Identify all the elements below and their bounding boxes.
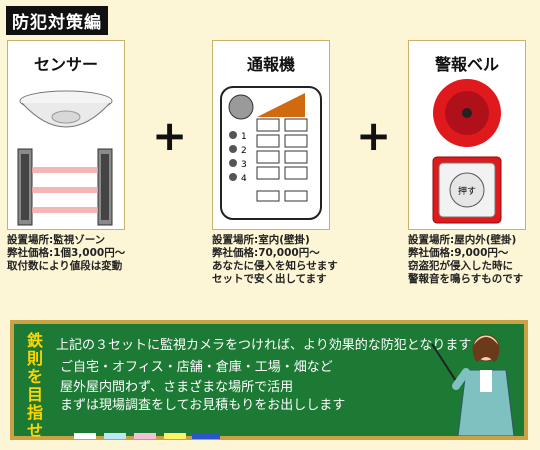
bell-title: 警報ベル xyxy=(434,55,499,74)
desc-line: 設置場所:屋内外(壁掛) xyxy=(408,234,517,246)
desc-line: 設置場所:室内(壁掛) xyxy=(212,234,310,246)
chalkboard: 鉄 則 を 目 指 せ 上記の３セットに監視カメラをつければ、より効果的な防犯と… xyxy=(10,320,528,440)
key-label: 3 xyxy=(241,160,247,170)
motto-char: 目 xyxy=(26,385,43,404)
board-line: まずは現場調査をしてお見積もりをお出しします xyxy=(60,398,346,413)
desc-line: 弊社価格:9,000円〜 xyxy=(408,247,509,259)
board-line: ご自宅・オフィス・店舗・倉庫・工場・畑など xyxy=(60,360,333,375)
desc-line: 取付数により値段は変動 xyxy=(7,260,123,272)
sensor-illustration xyxy=(17,90,113,226)
board-lead-text: 上記の３セットに監視カメラをつければ、より効果的な防犯となります xyxy=(56,338,472,353)
chalk-piece xyxy=(74,433,96,439)
desc-line: 窃盗犯が侵入した時に xyxy=(408,260,513,272)
chalk-piece xyxy=(164,433,186,439)
motto-vertical: 鉄 則 を 目 指 せ xyxy=(20,332,50,440)
desc-line: 警報音を鳴らすものです xyxy=(408,273,524,285)
page-title: 防犯対策編 xyxy=(6,6,108,35)
key-label: 1 xyxy=(241,132,247,142)
press-button-label: 押す xyxy=(458,185,476,197)
transmitter-description: 設置場所:室内(壁掛) 弊社価格:70,000円〜 あなたに侵入を知らせます セ… xyxy=(212,234,338,286)
eraser xyxy=(192,433,220,439)
plus-sign: + xyxy=(152,111,188,160)
board-line: 屋外屋内問わず、さまざまな場所で活用 xyxy=(60,380,294,395)
desc-line: 弊社価格:1個3,000円〜 xyxy=(7,247,126,259)
chalk-piece xyxy=(134,433,156,439)
desc-line: 弊社価格:70,000円〜 xyxy=(212,247,320,259)
teacher-illustration xyxy=(431,334,515,436)
sensor-description: 設置場所:監視ゾーン 弊社価格:1個3,000円〜 取付数により値段は変動 xyxy=(7,234,125,273)
sensor-panel: センサー xyxy=(7,40,125,230)
bell-description: 設置場所:屋内外(壁掛) 弊社価格:9,000円〜 窃盗犯が侵入した時に 警報音… xyxy=(408,234,523,286)
plus-sign: + xyxy=(356,111,392,160)
transmitter-title: 通報機 xyxy=(246,55,295,74)
motto-char: 鉄 xyxy=(26,331,43,350)
transmitter-panel: 通報機 1 2 3 4 xyxy=(212,40,330,230)
motto-char: を xyxy=(26,367,43,386)
bell-panel: 警報ベル 押す xyxy=(408,40,526,230)
desc-line: あなたに侵入を知らせます xyxy=(212,260,338,272)
bell-illustration: 押す xyxy=(432,79,502,224)
key-label: 2 xyxy=(241,146,247,156)
transmitter-illustration: 1 2 3 4 xyxy=(220,86,322,220)
chalk-piece xyxy=(104,433,126,439)
motto-char: 則 xyxy=(26,349,43,368)
desc-line: 設置場所:監視ゾーン xyxy=(7,234,106,246)
sensor-title: センサー xyxy=(33,55,98,74)
motto-char: 指 xyxy=(26,403,43,422)
key-label: 4 xyxy=(241,174,247,184)
motto-char: せ xyxy=(26,421,43,440)
desc-line: セットで安く出してます xyxy=(212,273,327,285)
